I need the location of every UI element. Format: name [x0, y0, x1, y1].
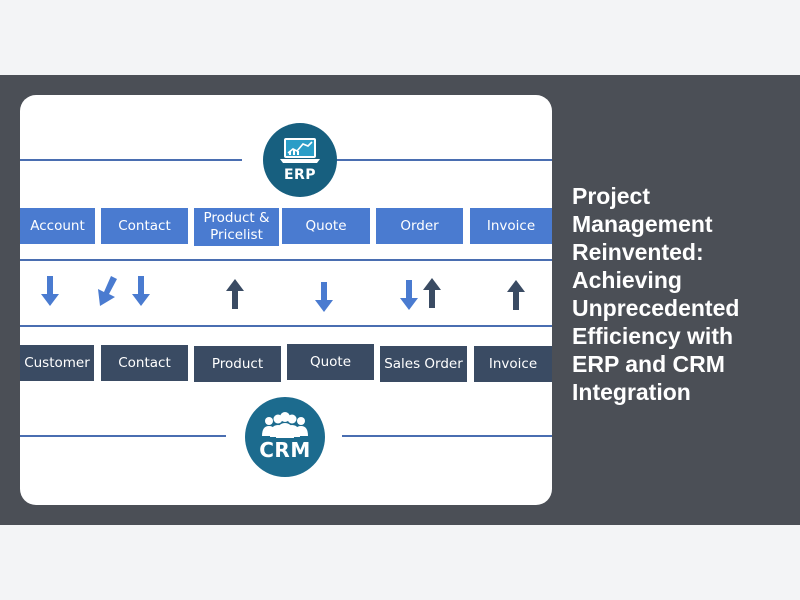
upper-divider: [20, 259, 552, 261]
arrow-up-invoice: [507, 280, 525, 310]
erp-label: ERP: [283, 167, 317, 183]
arrow-up-order: [423, 278, 441, 308]
erp-entity-contact: Contact: [101, 208, 188, 244]
erp-badge: ERP: [263, 123, 337, 197]
erp-entity-invoice: Invoice: [470, 208, 552, 244]
arrow-down-quote: [315, 282, 333, 312]
arrow-up-product: [226, 279, 244, 309]
arrow-down-left-contact: [98, 276, 117, 306]
arrow-down-contact: [132, 276, 150, 306]
crm-badge: CRM: [245, 397, 325, 477]
arrow-down-order: [400, 280, 418, 310]
people-group-icon: [262, 412, 308, 438]
erp-entity-order: Order: [376, 208, 463, 244]
crm-entity-sales-order: Sales Order: [380, 346, 467, 382]
crm-entity-product: Product: [194, 346, 281, 382]
crm-entity-customer: Customer: [20, 345, 94, 381]
crm-label: CRM: [259, 438, 311, 462]
erp-line-left: [20, 159, 242, 161]
crm-line-left: [20, 435, 226, 437]
crm-entity-quote: Quote: [287, 344, 374, 380]
erp-crm-diagram-card: ERP CRM Account Contact Product & Pricel…: [20, 95, 552, 505]
article-title: Project Management Reinvented: Achieving…: [572, 183, 740, 405]
erp-line-right: [326, 159, 552, 161]
crm-line-right: [342, 435, 552, 437]
lower-divider: [20, 325, 552, 327]
crm-entity-invoice: Invoice: [474, 346, 552, 382]
erp-entity-account: Account: [20, 208, 95, 244]
laptop-chart-icon: [280, 138, 320, 163]
arrow-down-account: [41, 276, 59, 306]
erp-entity-quote: Quote: [282, 208, 370, 244]
erp-entity-product-pricelist: Product & Pricelist: [194, 208, 279, 246]
crm-entity-contact: Contact: [101, 345, 188, 381]
